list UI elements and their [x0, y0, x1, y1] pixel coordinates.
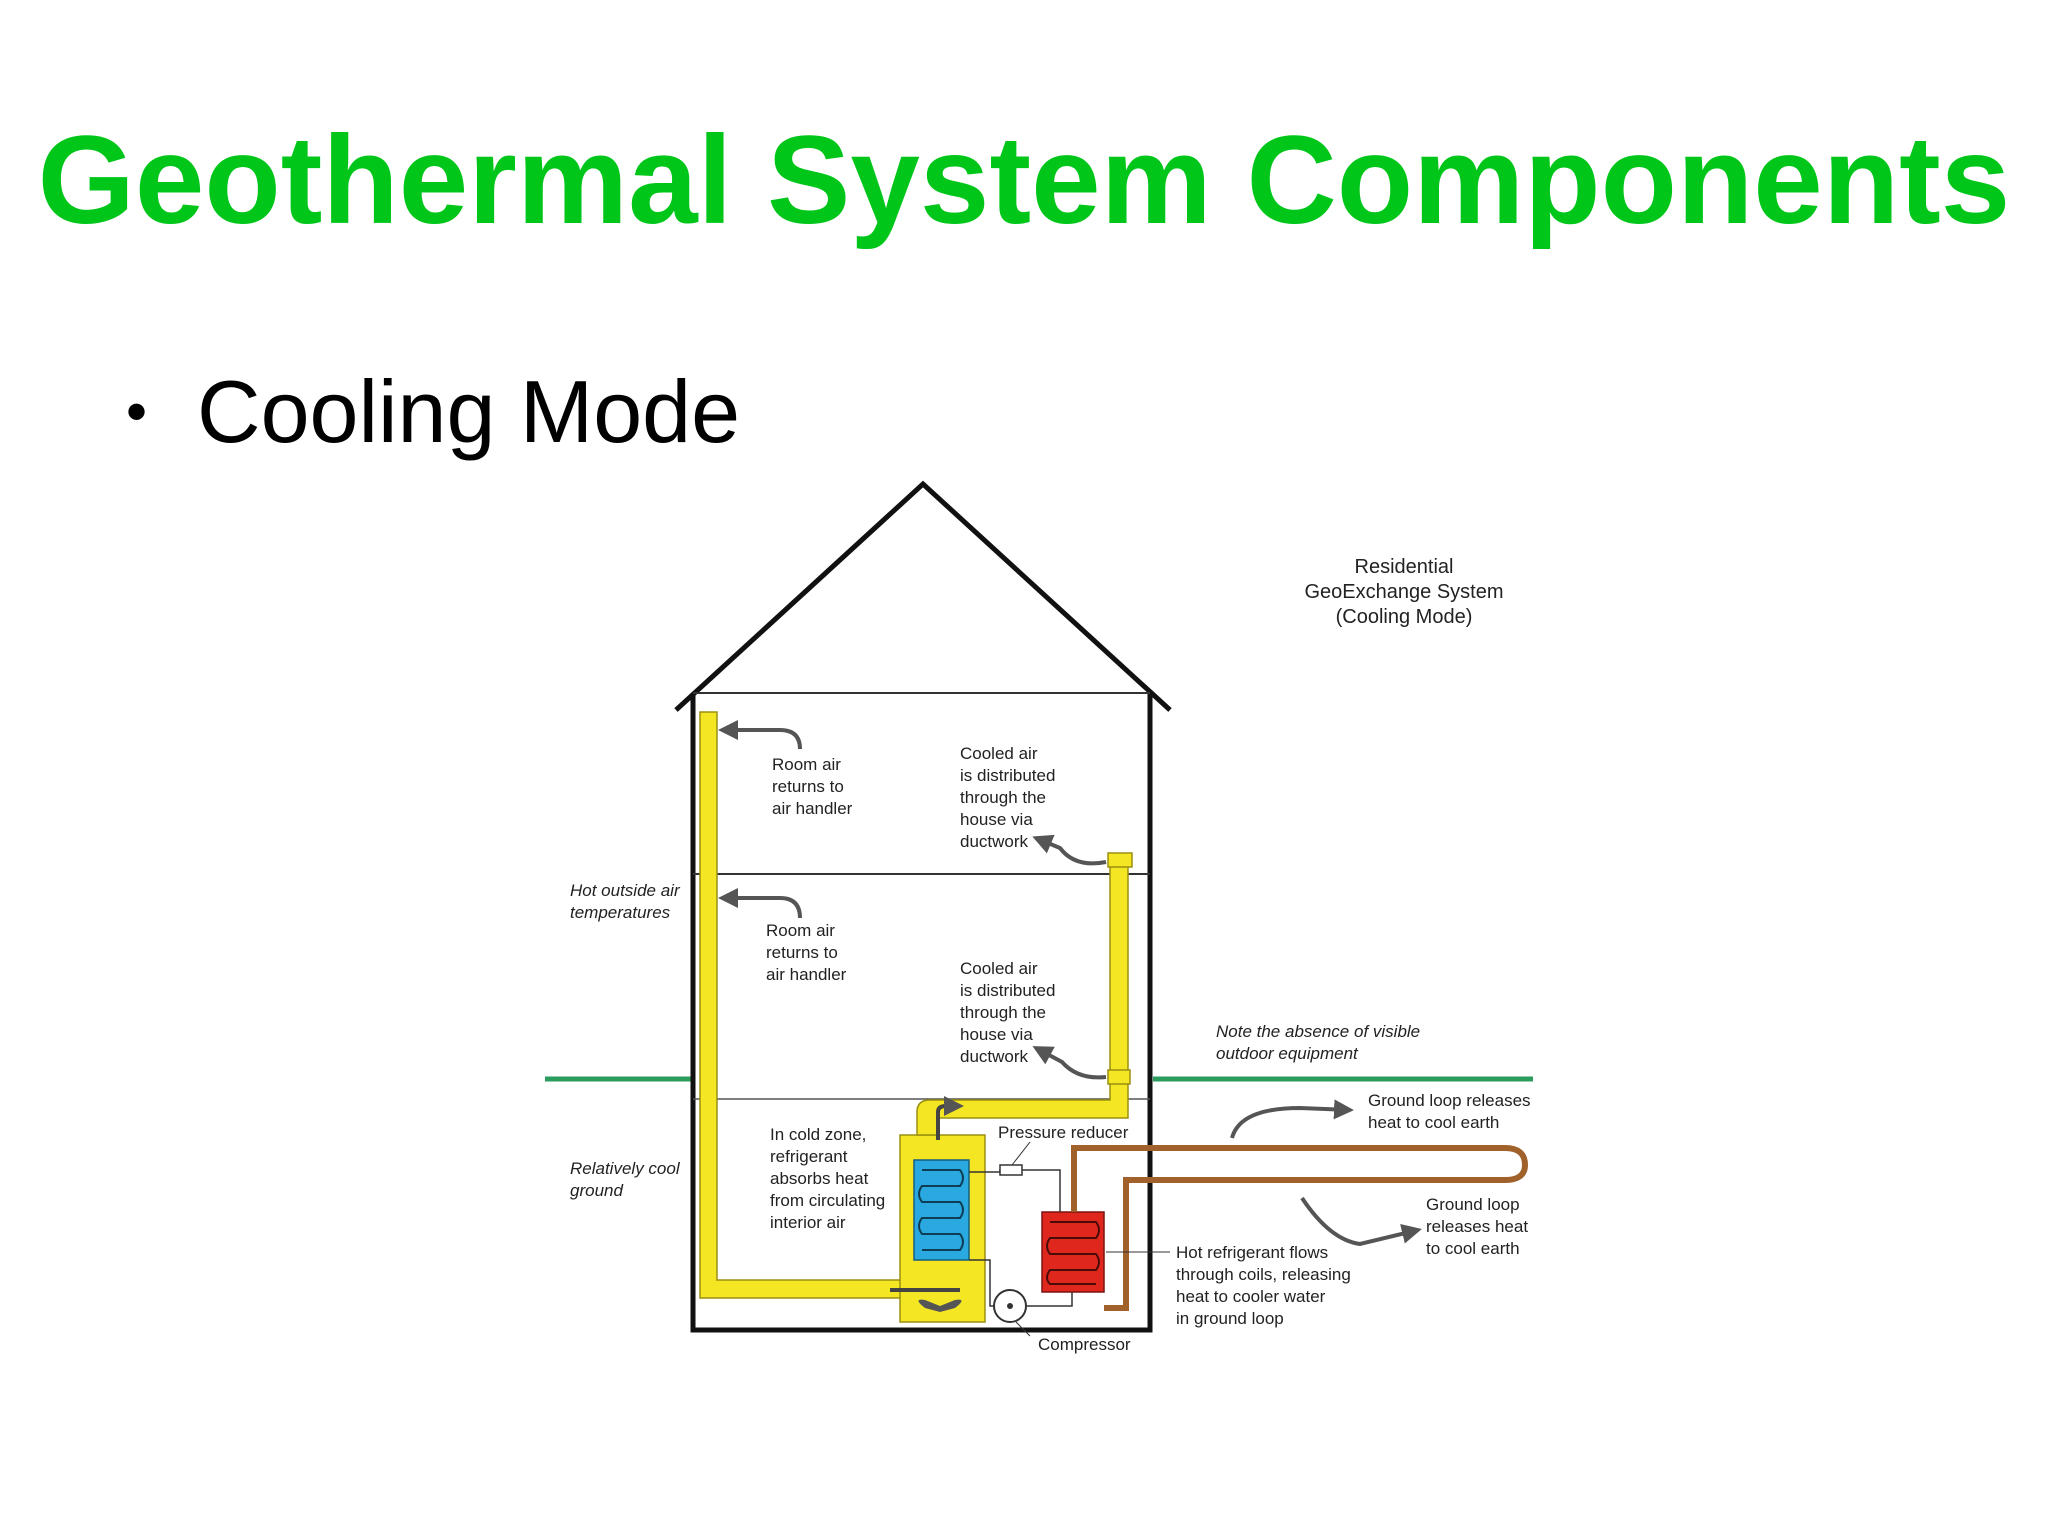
duct-outlet-lower	[1107, 1069, 1131, 1085]
compressor-leader	[1015, 1321, 1031, 1337]
refrigerant-line-comp	[1026, 1292, 1073, 1307]
ground-loop-top-1: Ground loop releases	[1368, 1091, 1531, 1110]
cold-zone-3: absorbs heat	[770, 1169, 869, 1188]
room-air-lower-3: air handler	[766, 965, 847, 984]
ground-loop-arrow-right	[1300, 1196, 1422, 1247]
evaporator-coil-tubing	[918, 1169, 964, 1251]
cooled-air-upper-2: is distributed	[960, 766, 1055, 785]
ground-loop-right-1: Ground loop	[1426, 1195, 1520, 1214]
hot-outside-1: Hot outside air	[570, 881, 681, 900]
cooled-air-lower-1: Cooled air	[960, 959, 1038, 978]
hot-refrigerant-2: through coils, releasing	[1176, 1265, 1351, 1284]
ground-loop	[1071, 1145, 1529, 1311]
room-air-lower-2: returns to	[766, 943, 838, 962]
cool-ground-2: ground	[570, 1181, 623, 1200]
cold-zone-2: refrigerant	[770, 1147, 848, 1166]
cooled-air-lower-2: is distributed	[960, 981, 1055, 1000]
cooled-air-lower-5: ductwork	[960, 1047, 1029, 1066]
room-air-lower-1: Room air	[766, 921, 835, 940]
house-walls	[690, 693, 1153, 1333]
cold-zone-5: interior air	[770, 1213, 846, 1232]
room-air-upper-1: Room air	[772, 755, 841, 774]
note-absence-2: outdoor equipment	[1216, 1044, 1359, 1063]
bullet-icon: •	[126, 378, 148, 445]
diagram-caption-3: (Cooling Mode)	[1336, 606, 1473, 628]
house-roof	[674, 480, 1172, 712]
compressor-hub	[1007, 1303, 1013, 1309]
slide-title: Geothermal System Components	[37, 111, 2011, 250]
bullet-item: • Cooling Mode	[126, 368, 740, 456]
pressure-reducer-label: Pressure reducer	[998, 1123, 1129, 1142]
room-air-upper-3: air handler	[772, 799, 853, 818]
supply-arrow	[936, 1096, 964, 1140]
return-arrow-upper	[718, 720, 802, 750]
bullet-text: Cooling Mode	[197, 362, 741, 461]
condenser-coil-tubing	[1046, 1221, 1100, 1285]
cooled-air-upper-5: ductwork	[960, 832, 1029, 851]
cooled-air-upper-1: Cooled air	[960, 744, 1038, 763]
pressure-reducer-leader	[1011, 1141, 1031, 1166]
ground-loop-right-3: to cool earth	[1426, 1239, 1520, 1258]
hot-refrigerant-1: Hot refrigerant flows	[1176, 1243, 1328, 1262]
hot-refrigerant-3: heat to cooler water	[1176, 1287, 1326, 1306]
cooled-air-lower-4: house via	[960, 1025, 1033, 1044]
diagram-caption-1: Residential	[1355, 556, 1454, 578]
ground-loop-top-2: heat to cool earth	[1368, 1113, 1499, 1132]
hot-refrigerant-4: in ground loop	[1176, 1309, 1284, 1328]
ground-loop-arrow-top	[1230, 1099, 1354, 1139]
compressor-label: Compressor	[1038, 1335, 1131, 1354]
cold-zone-4: from circulating	[770, 1191, 885, 1210]
cooled-arrow-lower	[1032, 1046, 1107, 1080]
note-absence-1: Note the absence of visible	[1216, 1022, 1420, 1041]
fan-icon	[918, 1299, 962, 1312]
refrigerant-line-bottom	[969, 1259, 994, 1307]
cooled-air-upper-3: through the	[960, 788, 1046, 807]
cooled-arrow-upper	[1032, 834, 1107, 866]
evaporator-coil	[913, 1159, 970, 1261]
pressure-reducer-valve	[999, 1164, 1023, 1176]
hot-outside-2: temperatures	[570, 903, 671, 922]
return-arrow-lower	[718, 888, 802, 919]
cold-zone-1: In cold zone,	[770, 1125, 866, 1144]
ground-loop-right-2: releases heat	[1426, 1217, 1528, 1236]
diagram-caption-2: GeoExchange System	[1305, 581, 1504, 603]
cool-ground-1: Relatively cool	[570, 1159, 681, 1178]
room-air-upper-2: returns to	[772, 777, 844, 796]
cooled-air-lower-3: through the	[960, 1003, 1046, 1022]
duct-outlet-upper	[1107, 852, 1133, 868]
condenser-coil	[1041, 1211, 1105, 1293]
cooled-air-upper-4: house via	[960, 810, 1033, 829]
